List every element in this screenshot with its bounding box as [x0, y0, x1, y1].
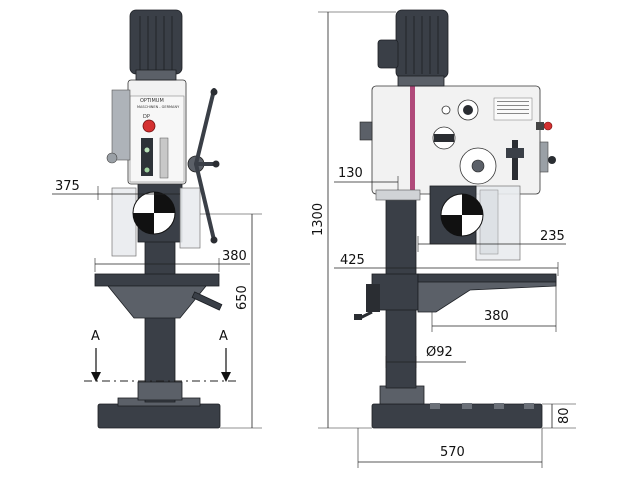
- side-right-lever[interactable]: [539, 141, 556, 173]
- dim-spindle-table-label: 235: [540, 229, 565, 244]
- front-table: [94, 273, 220, 287]
- dim-base-height-label: 80: [557, 407, 572, 424]
- side-speed-selector[interactable]: [457, 99, 479, 121]
- brand-label: OPTIMUM: [140, 98, 164, 104]
- side-dimensions: 1300 130 235 425 380 Ø92 80 570: [311, 11, 576, 468]
- front-table-lever: [191, 291, 223, 311]
- side-gear-selector[interactable]: [432, 126, 456, 150]
- model-badge: DP: [143, 114, 150, 120]
- side-motor-flange: [397, 75, 445, 87]
- side-left-knob[interactable]: [359, 121, 373, 141]
- front-base: [97, 403, 221, 429]
- start-button[interactable]: [144, 147, 150, 153]
- dim-table-width-label: 380: [222, 249, 247, 264]
- side-view: [354, 9, 557, 429]
- front-table-bracket: [107, 285, 207, 319]
- side-accent-stripe: [410, 86, 415, 194]
- brand-sub-label: MASCHINEN - GERMANY: [137, 105, 180, 109]
- front-motor-fins: [139, 16, 173, 70]
- section-label-right: A: [219, 329, 228, 344]
- front-side-knob: [106, 152, 118, 164]
- side-feed-handwheel[interactable]: [459, 147, 497, 185]
- front-center-mark: [132, 191, 176, 235]
- front-feed-handle[interactable]: [187, 88, 220, 244]
- side-depth-stop[interactable]: [506, 140, 524, 180]
- section-arrow-left: [91, 372, 101, 382]
- dim-total-height-label: 1300: [311, 203, 326, 236]
- front-head-panel: [129, 95, 185, 183]
- dim-head-width-label: 375: [55, 179, 80, 194]
- side-emergency-stop[interactable]: [543, 121, 553, 131]
- front-motor-flange: [135, 69, 177, 81]
- side-column-collar: [379, 385, 425, 405]
- dim-column-diameter-label: Ø92: [426, 345, 453, 360]
- front-column: [144, 239, 176, 403]
- emergency-stop-button[interactable]: [142, 119, 156, 133]
- side-motor-fins: [405, 16, 439, 74]
- dim-head-offset-label: 130: [338, 166, 363, 181]
- side-small-dial[interactable]: [441, 105, 451, 115]
- section-label-left: A: [91, 329, 100, 344]
- side-table: [417, 273, 557, 283]
- section-arrow-right: [221, 372, 231, 382]
- side-terminal-box: [377, 39, 399, 69]
- green-button[interactable]: [144, 167, 150, 173]
- front-control-panel: [141, 138, 153, 176]
- side-head-skirt: [375, 189, 421, 201]
- dim-base-length-label: 570: [440, 445, 465, 460]
- front-side-cover: [111, 89, 131, 161]
- front-dimensions: 375 380 650 A A: [52, 179, 262, 429]
- front-depth-scale: [159, 137, 169, 179]
- front-chuck-guard-left: [111, 187, 137, 257]
- front-chuck-guard-right: [179, 187, 201, 249]
- front-column-collar: [137, 381, 183, 401]
- front-view: OPTIMUM MASCHINEN - GERMANY DP: [94, 9, 223, 429]
- side-table-crank[interactable]: [354, 284, 380, 320]
- dim-table-height-label: 650: [235, 285, 250, 310]
- side-center-mark: [440, 193, 484, 237]
- side-base: [371, 403, 543, 429]
- side-base-tslots: [430, 403, 534, 409]
- dim-column-table-label: 425: [340, 253, 365, 268]
- dim-table-depth-label: 380: [484, 309, 509, 324]
